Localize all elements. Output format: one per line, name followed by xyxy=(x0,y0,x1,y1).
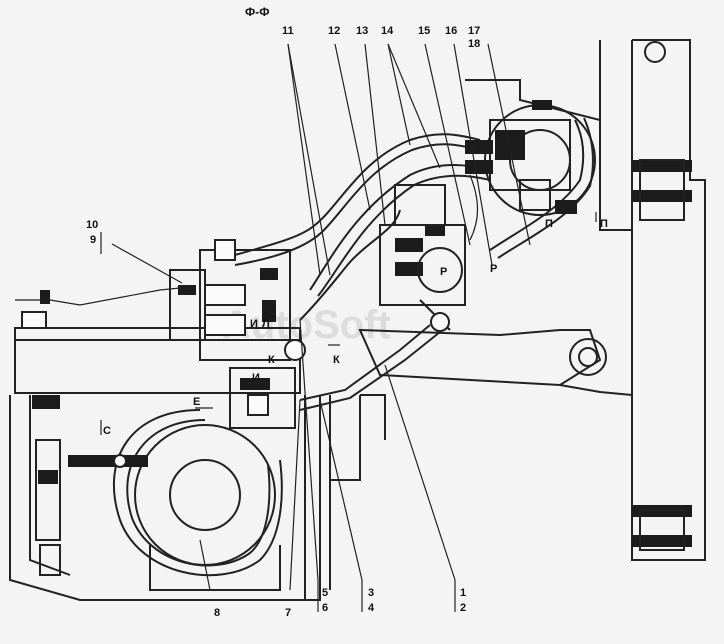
distributor-block xyxy=(379,184,466,332)
callout-3: 3 xyxy=(368,587,374,599)
view-letter-p1: П xyxy=(545,218,553,230)
view-letter-r1: Р xyxy=(440,266,447,278)
view-letter-l: Л xyxy=(262,318,270,330)
view-letter-i1: И xyxy=(250,318,258,330)
callout-6: 6 xyxy=(322,602,328,614)
top-callouts: 11 12 13 14 15 16 17 18 xyxy=(282,25,480,50)
callout-4: 4 xyxy=(368,602,375,614)
view-letter-k2: К xyxy=(333,354,340,366)
upper-pump xyxy=(465,100,577,214)
left-callouts: 10 9 xyxy=(86,219,98,246)
leader-lines xyxy=(100,43,531,612)
section-title: Ф-Ф xyxy=(245,5,269,19)
callout-16: 16 xyxy=(445,25,457,37)
callout-1: 1 xyxy=(460,587,466,599)
callout-15: 15 xyxy=(418,25,430,37)
callout-12: 12 xyxy=(328,25,340,37)
view-arrows xyxy=(100,212,597,435)
callout-8: 8 xyxy=(214,607,220,619)
callout-14: 14 xyxy=(381,25,394,37)
view-letters: C E И И К К Л П П Р Р xyxy=(103,218,608,437)
callout-7: 7 xyxy=(285,607,291,619)
callout-9: 9 xyxy=(90,234,96,246)
callout-17: 17 xyxy=(468,25,480,37)
callout-2: 2 xyxy=(460,602,466,614)
callout-10: 10 xyxy=(86,219,98,231)
callout-13: 13 xyxy=(356,25,368,37)
view-letter-i2: И xyxy=(252,372,260,384)
callout-5: 5 xyxy=(322,587,328,599)
main-frame xyxy=(9,39,706,601)
callout-18: 18 xyxy=(468,38,480,50)
bottom-callouts: 8 7 5 6 3 4 1 2 xyxy=(214,587,466,619)
valve-block xyxy=(169,239,306,429)
view-letter-c: C xyxy=(103,425,111,437)
view-letter-e: E xyxy=(193,396,200,408)
view-letter-k1: К xyxy=(268,354,275,366)
callout-11: 11 xyxy=(282,25,294,37)
view-letter-r2: Р xyxy=(490,263,497,275)
view-letter-p2: П xyxy=(600,218,608,230)
